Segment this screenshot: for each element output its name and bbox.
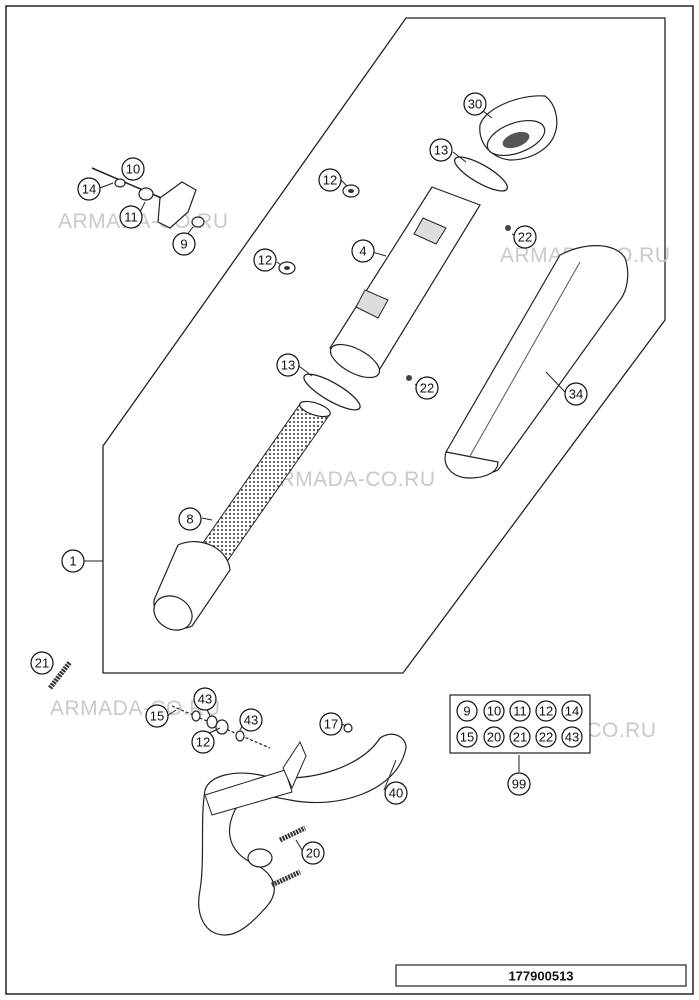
callout-label: 17 (319, 712, 343, 736)
svg-text:15: 15 (150, 709, 164, 724)
callout-label: 11 (119, 205, 143, 229)
callout-label: 30 (463, 92, 487, 116)
svg-text:22: 22 (420, 381, 434, 396)
callout-label: 13 (276, 353, 300, 377)
callout-label: 40 (384, 781, 408, 805)
kit-label: 99 (507, 772, 531, 796)
svg-text:11: 11 (513, 704, 527, 719)
grommet-part (278, 261, 296, 275)
svg-text:10: 10 (126, 162, 140, 177)
kit-item: 20 (483, 726, 505, 748)
callout-label: 15 (145, 704, 169, 728)
kit-item: 43 (561, 726, 583, 748)
spring-part (48, 660, 72, 690)
svg-text:15: 15 (460, 730, 474, 745)
svg-text:12: 12 (539, 704, 553, 719)
outer-silencer-part (444, 245, 629, 479)
kit-item: 9 (456, 700, 478, 722)
grommet-part (342, 184, 360, 198)
screw-part (406, 375, 412, 381)
callout-label: 10 (121, 157, 145, 181)
callout-label: 22 (415, 376, 439, 400)
drawing-number-box (395, 964, 687, 987)
svg-text:10: 10 (487, 704, 501, 719)
mounting-bracket-part (91, 167, 205, 229)
svg-text:9: 9 (463, 704, 470, 719)
callout-label: 4 (351, 239, 375, 263)
svg-text:13: 13 (434, 143, 448, 158)
callout-label: 20 (301, 841, 325, 865)
callout-label: 12 (191, 730, 215, 754)
assembly-boundary (102, 17, 666, 674)
header-pipe-part (198, 733, 407, 936)
svg-text:30: 30 (468, 97, 482, 112)
silencer-housing-part (329, 186, 481, 379)
kit-item: 10 (483, 700, 505, 722)
svg-text:43: 43 (244, 713, 258, 728)
callout-label: 43 (193, 687, 217, 711)
svg-text:14: 14 (565, 704, 579, 719)
o-ring-part (453, 156, 509, 192)
svg-text:99: 99 (512, 777, 526, 792)
svg-text:21: 21 (35, 656, 49, 671)
end-cone-part (153, 540, 231, 631)
svg-text:21: 21 (513, 730, 527, 745)
callout-label: 21 (30, 651, 54, 675)
svg-text:8: 8 (186, 512, 193, 527)
o-ring-part (303, 373, 361, 411)
watermark: ARMADA-CO.RU (58, 210, 229, 233)
svg-text:34: 34 (569, 387, 583, 402)
svg-text:12: 12 (196, 735, 210, 750)
kit-contents-box: 9 10 11 12 14 15 20 21 22 43 (449, 694, 591, 754)
svg-text:12: 12 (258, 253, 272, 268)
svg-text:20: 20 (487, 730, 501, 745)
svg-text:11: 11 (124, 210, 138, 225)
svg-text:4: 4 (359, 244, 366, 259)
callout-label: 12 (253, 248, 277, 272)
svg-text:22: 22 (539, 730, 553, 745)
callout-label: 1 (61, 549, 85, 573)
kit-item: 15 (456, 726, 478, 748)
callout-label: 12 (318, 168, 342, 192)
svg-text:9: 9 (180, 237, 187, 252)
svg-text:43: 43 (198, 692, 212, 707)
callout-label: 22 (513, 225, 537, 249)
kit-item: 12 (535, 700, 557, 722)
perforated-tube-part (197, 400, 331, 561)
outer-frame (5, 5, 694, 995)
kit-item: 11 (509, 700, 531, 722)
end-cap-part (479, 95, 558, 161)
callout-label: 14 (77, 177, 101, 201)
svg-text:22: 22 (518, 230, 532, 245)
kit-item: 22 (535, 726, 557, 748)
callout-label: 43 (239, 708, 263, 732)
svg-text:43: 43 (565, 730, 579, 745)
svg-text:20: 20 (306, 846, 320, 861)
callout-label: 9 (172, 232, 196, 256)
screw-part (505, 225, 511, 231)
svg-text:12: 12 (323, 173, 337, 188)
svg-text:14: 14 (82, 182, 96, 197)
watermark: ARMADA-CO.RU (265, 468, 436, 491)
fastener-group-part (171, 705, 271, 749)
kit-item: 21 (509, 726, 531, 748)
spring-part (270, 869, 302, 888)
callout-label: 34 (564, 382, 588, 406)
kit-item: 14 (561, 700, 583, 722)
svg-text:40: 40 (389, 786, 403, 801)
watermark: ARMADA-CO.RU (50, 697, 221, 720)
callout-label: 13 (429, 138, 453, 162)
spring-part (278, 825, 307, 843)
drawing-number: 177900513 (508, 969, 573, 984)
svg-text:13: 13 (281, 358, 295, 373)
callout-label: 8 (178, 507, 202, 531)
svg-text:1: 1 (69, 554, 76, 569)
svg-text:17: 17 (324, 717, 338, 732)
